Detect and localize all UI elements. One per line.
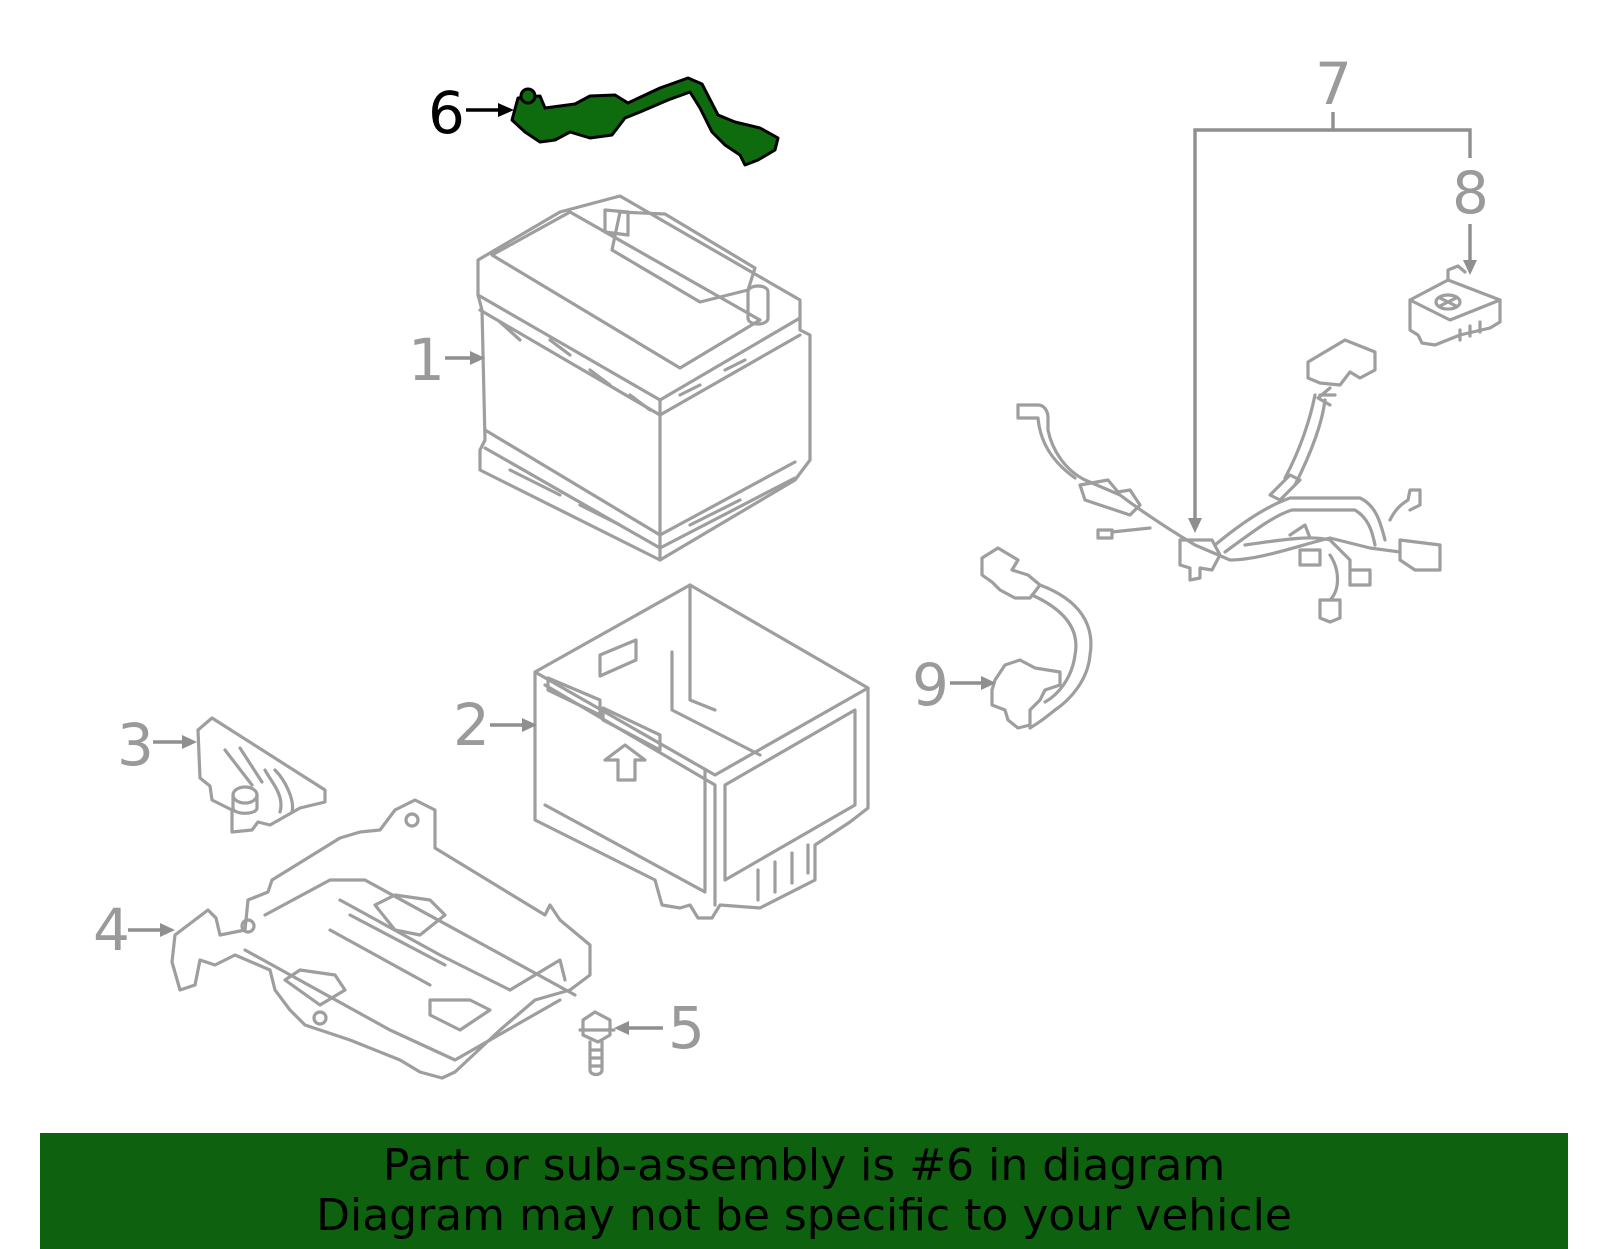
callout-3: 3	[117, 711, 154, 779]
callout-6: 6	[428, 79, 465, 147]
callout-8: 8	[1452, 159, 1489, 227]
part-5-bolt[interactable]	[578, 1010, 616, 1077]
callout-1: 1	[408, 326, 445, 394]
callout-9: 9	[912, 651, 949, 719]
banner-line-part: Part or sub-assembly is #6 in diagram	[382, 1140, 1226, 1191]
part-4-battery-support[interactable]	[170, 798, 592, 1080]
callout-4: 4	[93, 896, 130, 964]
banner-line-disclaimer: Diagram may not be specific to your vehi…	[316, 1190, 1292, 1241]
leader-arrows	[128, 103, 1477, 1035]
part-6-battery-cable[interactable]	[510, 76, 780, 167]
part-3-hold-down-clamp[interactable]	[196, 716, 327, 834]
callout-labels: 1 2 3 4 5 6 7 8 9	[93, 50, 1489, 1062]
info-banner: Part or sub-assembly is #6 in diagram Di…	[40, 1133, 1568, 1249]
part-1-battery[interactable]	[476, 194, 812, 562]
part-7-wiring-harness[interactable]	[1016, 338, 1442, 624]
part-2-battery-tray[interactable]	[533, 583, 870, 920]
callout-7: 7	[1315, 50, 1352, 118]
part-8-terminal-cover[interactable]	[1408, 264, 1502, 347]
part-9-ground-cable[interactable]	[980, 546, 1093, 730]
callout-5: 5	[668, 994, 705, 1062]
callout-2: 2	[453, 691, 490, 759]
